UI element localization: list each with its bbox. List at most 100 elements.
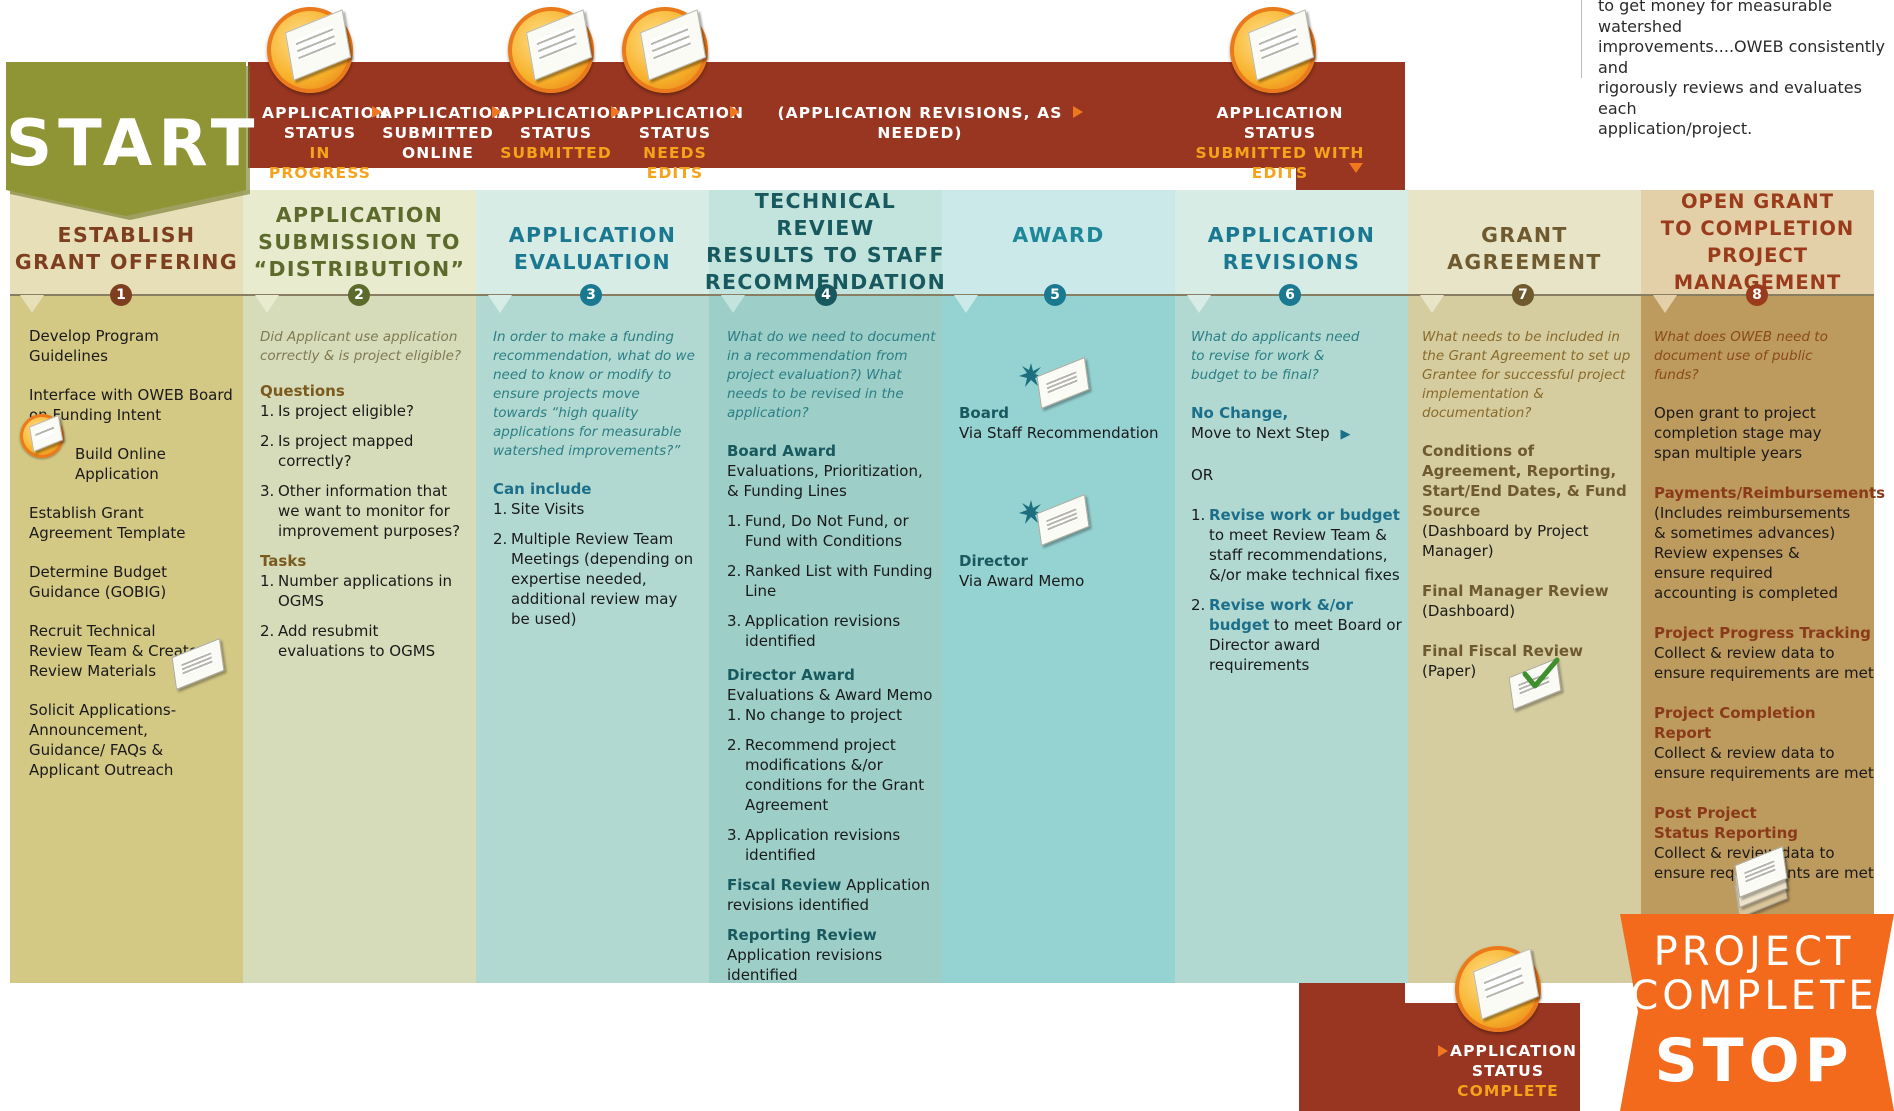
column-5-body: Board Via Staff Recommendation [959, 403, 1164, 443]
item-text: Ranked List with Funding Line [745, 562, 933, 600]
status-line: (APPLICATION REVISIONS, AS NEEDED) [777, 104, 1063, 142]
can-include-heading: Can include [493, 480, 592, 498]
list-item: 1.Is project eligible? [260, 402, 414, 420]
stop-line: COMPLETE [1630, 973, 1878, 1019]
title-line: GRANT OFFERING [14, 250, 239, 274]
column-4-bg [709, 190, 942, 983]
guiding-question: What needs to be included in the Grant A… [1422, 329, 1631, 421]
fiscal-review-desc: (Paper) [1422, 662, 1477, 680]
play-arrow-icon: ▶ [1340, 427, 1351, 442]
arrow-right-icon [611, 106, 621, 118]
item-text: to meet Review Team & staff recommendati… [1209, 526, 1400, 584]
timeline-notch [488, 295, 512, 313]
stop-badge: PROJECT COMPLETE STOP [1614, 914, 1894, 1111]
stop-label: STOP [1654, 1026, 1854, 1096]
list-item: 1.Fund, Do Not Fund, or Fund with Condit… [727, 512, 909, 550]
item-text: Multiple Review Team Meetings (depending… [511, 530, 694, 628]
title-line: GRANT [1481, 223, 1568, 247]
column-6-title: APPLICATION REVISIONS [1175, 190, 1408, 294]
column-2-body: Did Applicant use application correctly … [260, 328, 465, 671]
title-line: TO COMPLETION [1660, 217, 1855, 240]
status-value: SUBMITTED WITH EDITS [1195, 144, 1365, 182]
column-6-bg [1175, 190, 1408, 983]
step-number-1: 1 [110, 284, 132, 306]
column-2-title: APPLICATION SUBMISSION TO “DISTRIBUTION” [243, 190, 476, 294]
status-line: APPLICATION [262, 104, 390, 122]
note-line: application/project. [1598, 119, 1753, 138]
tasks-heading: Tasks [260, 552, 307, 570]
list-item: 3.Application revisions identified [727, 826, 901, 864]
board-award-desc: Evaluations, Prioritization, & Funding L… [727, 462, 923, 500]
timeline-notch [721, 295, 745, 313]
status-line: STATUS [1243, 124, 1317, 142]
note-line: improvements....OWEB consistently and [1598, 37, 1885, 77]
item-heading: Revise work &/or budget [1209, 596, 1353, 634]
status-value: NEEDS EDITS [643, 144, 707, 182]
timeline-notch [20, 295, 44, 313]
title-line: “DISTRIBUTION” [253, 256, 466, 281]
column-8-title: OPEN GRANT TO COMPLETION PROJECT MANAGEM… [1641, 190, 1874, 294]
document-icon [1230, 7, 1316, 93]
guiding-question: What do applicants need to revise for wo… [1191, 329, 1360, 383]
manager-review-heading: Final Manager Review [1422, 582, 1609, 600]
item-text: Recommend project modifications &/or con… [745, 736, 925, 814]
item-text: Fund, Do Not Fund, or Fund with Conditio… [745, 512, 909, 550]
document-icon [20, 414, 64, 458]
stop-text: PROJECT COMPLETE [1614, 930, 1894, 1018]
status-submitted: APPLICATION STATUS SUBMITTED [498, 103, 624, 163]
item-heading: Revise work or budget [1209, 506, 1400, 524]
award-board-graphic [1019, 356, 1090, 410]
fiscal-review: Fiscal Review Application revisions iden… [727, 875, 939, 915]
title-line: APPLICATION [275, 202, 444, 227]
list-item: 3.Other information that we want to moni… [260, 482, 461, 540]
starburst-icon [1019, 500, 1043, 524]
list-item: 2.Multiple Review Team Meetings (dependi… [493, 530, 694, 628]
step-number-4: 4 [815, 284, 837, 306]
step-number-7: 7 [1512, 284, 1534, 306]
intro-note: to get money for measurable watershed im… [1598, 0, 1888, 140]
document-icon [267, 7, 353, 93]
board-desc: Via Staff Recommendation [959, 424, 1159, 442]
status-submitted-with-edits: APPLICATION STATUS SUBMITTED WITH EDITS [1180, 103, 1380, 183]
item-text: No change to project [745, 706, 903, 724]
column-4-body: What do we need to document in a recomme… [727, 328, 939, 985]
arrow-right-icon [1438, 1045, 1448, 1057]
status-line: STATUS [638, 124, 712, 142]
conditions-desc: (Dashboard by Project Manager) [1422, 522, 1589, 560]
column-2-header-bg [243, 190, 476, 294]
timeline-notch [1187, 295, 1211, 313]
list-item: 2.Revise work &/or budget to meet Board … [1191, 596, 1402, 674]
conditions-heading: Conditions of Agreement, Reporting, Star… [1422, 442, 1627, 520]
list-item: Establish Grant Agreement Template [29, 504, 186, 542]
title-line: ESTABLISH [57, 223, 196, 247]
title-line: APPLICATION [1207, 223, 1376, 247]
board-award-heading: Board Award [727, 442, 836, 460]
item-text: Add resubmit evaluations to OGMS [278, 622, 436, 660]
approved-document-graphic [1505, 657, 1565, 711]
arrow-right-icon [1073, 106, 1083, 118]
column-4-header-bg [709, 190, 942, 294]
document-icon [1455, 946, 1541, 1032]
list-item: 2.Ranked List with Funding Line [727, 562, 933, 600]
column-1-body: Develop Program Guidelines Interface wit… [29, 326, 234, 780]
status-needs-edits: APPLICATION STATUS NEEDS EDITS [617, 103, 743, 183]
status-line: APPLICATION [1450, 1042, 1578, 1060]
column-5-body-director: Director Via Award Memo [959, 551, 1164, 591]
document-stack-icon [1727, 845, 1797, 919]
director-heading: Director [959, 552, 1028, 570]
reporting-review-desc: Application revisions identified [727, 946, 883, 984]
list-item: 1.Number applications in OGMS [260, 572, 453, 610]
no-change-row: Move to Next Step ▶ [1191, 423, 1403, 445]
status-line: APPLICATION [1216, 104, 1344, 122]
reporting-review-heading: Reporting Review [727, 926, 877, 944]
no-change-desc: Move to Next Step [1191, 424, 1330, 442]
item-text: Application revisions identified [745, 826, 901, 864]
status-line: STATUS [1471, 1062, 1545, 1080]
status-line: STATUS [283, 124, 357, 142]
step-number-5: 5 [1044, 284, 1066, 306]
fiscal-review-heading: Fiscal Review [727, 876, 842, 894]
title-line: AGREEMENT [1447, 250, 1602, 274]
note-line: rigorously reviews and evaluates each [1598, 78, 1862, 118]
list-item: Solicit Applications- Announcement, Guid… [29, 701, 177, 779]
timeline-notch [255, 295, 279, 313]
